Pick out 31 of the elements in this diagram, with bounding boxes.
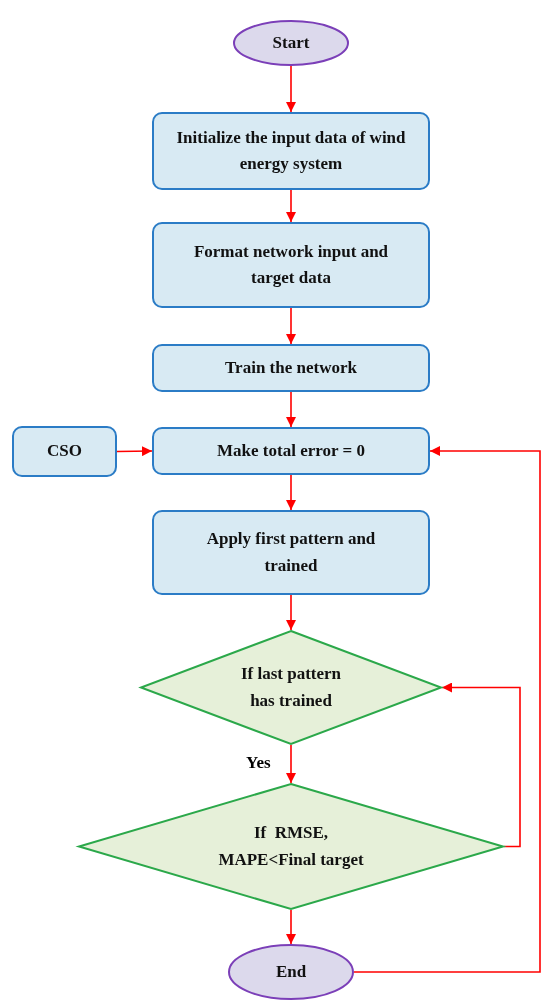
process-box — [152, 222, 430, 308]
arrow — [116, 446, 153, 457]
arrow — [286, 744, 296, 784]
process-box — [152, 510, 430, 595]
decision-diamond — [140, 630, 442, 745]
node-text: Make total error = 0 — [217, 439, 365, 462]
node-text: If last pattern has trained — [239, 663, 343, 712]
node-text: Initialize the input data of wind energy system — [175, 126, 407, 175]
arrow — [286, 909, 296, 945]
node-text: Format network input and target data — [192, 240, 390, 289]
node-text: Apply first pattern and trained — [205, 528, 377, 577]
process-box — [152, 112, 430, 190]
decision-diamond — [78, 783, 504, 910]
arrow — [286, 307, 296, 345]
terminal-ellipse — [233, 20, 349, 66]
process-box — [152, 427, 430, 475]
node-text: Train the network — [225, 356, 357, 379]
process-box — [152, 344, 430, 392]
arrow — [286, 594, 296, 631]
arrow — [286, 65, 296, 113]
node-text: CSO — [47, 440, 82, 463]
arrow — [286, 189, 296, 223]
arrow — [441, 682, 521, 848]
node-text: Start — [272, 31, 310, 54]
arrow — [353, 446, 541, 973]
arrow — [286, 391, 296, 428]
process-box — [12, 426, 117, 477]
node-text: End — [275, 960, 307, 983]
arrow — [286, 474, 296, 511]
node-text: If RMSE, MAPE<Final target — [217, 822, 365, 871]
terminal-ellipse — [228, 944, 354, 1000]
